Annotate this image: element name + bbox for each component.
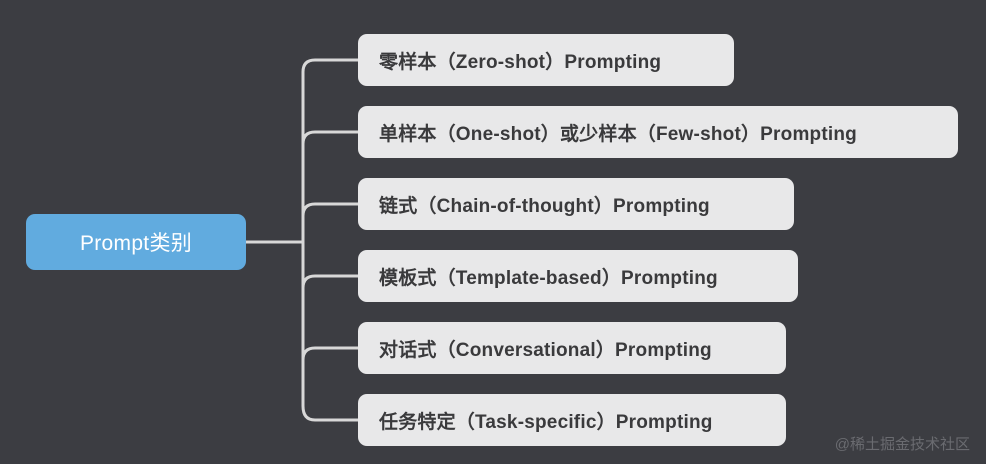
connector-branch-3 <box>301 274 358 289</box>
branch-node-label: 任务特定（Task-specific）Prompting <box>379 411 713 433</box>
connector-branch-1 <box>301 130 358 145</box>
connector-branch-0 <box>301 58 358 74</box>
branch-node-chain-of-thought[interactable]: 链式（Chain-of-thought）Prompting <box>358 178 794 230</box>
branch-node-label: 零样本（Zero-shot）Prompting <box>379 51 662 73</box>
branch-node-label: 单样本（One-shot）或少样本（Few-shot）Prompting <box>379 123 857 145</box>
branch-node-zero-shot[interactable]: 零样本（Zero-shot）Prompting <box>358 34 734 86</box>
root-node[interactable]: Prompt类别 <box>26 214 246 270</box>
branch-node-one-shot-few-shot[interactable]: 单样本（One-shot）或少样本（Few-shot）Prompting <box>358 106 958 158</box>
branch-node-label: 链式（Chain-of-thought）Prompting <box>379 195 710 217</box>
branch-node-conversational[interactable]: 对话式（Conversational）Prompting <box>358 322 786 374</box>
connector-branch-5 <box>301 405 358 422</box>
branch-node-task-specific[interactable]: 任务特定（Task-specific）Prompting <box>358 394 786 446</box>
watermark-text: @稀土掘金技术社区 <box>834 436 970 453</box>
branch-node-template-based[interactable]: 模板式（Template-based）Prompting <box>358 250 798 302</box>
branch-node-label: 对话式（Conversational）Prompting <box>379 339 712 361</box>
connector-branch-2 <box>301 202 358 217</box>
branch-node-label: 模板式（Template-based）Prompting <box>379 267 718 289</box>
connector-branch-4 <box>301 346 358 361</box>
root-node-label: Prompt类别 <box>79 232 193 255</box>
